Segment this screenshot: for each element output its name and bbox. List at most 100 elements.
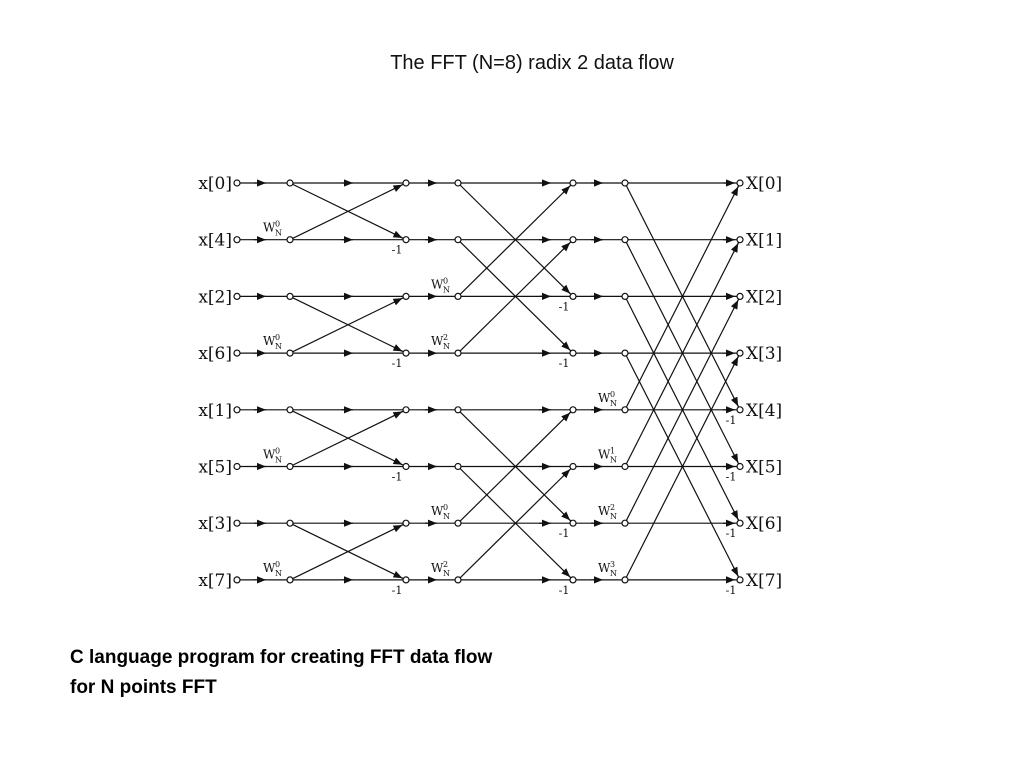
output-label: X[3]: [746, 344, 782, 364]
twiddle-base: W: [431, 561, 444, 575]
butterfly-node: [454, 292, 462, 300]
caption: C language program for creating FFT data…: [70, 643, 492, 703]
twiddle-exponent: 1: [610, 447, 615, 456]
butterfly-node: [569, 462, 577, 471]
stage2-cross-wire: [457, 409, 574, 524]
stage2-diagonal-arrow: [561, 412, 571, 422]
input-node: [233, 576, 241, 584]
stage1-diagonal-arrow: [392, 457, 403, 466]
butterfly-node: [454, 349, 462, 357]
output-node: [736, 179, 744, 187]
input-node: [233, 462, 241, 471]
butterfly-node: [569, 179, 577, 187]
stage2-diagonal-arrow: [561, 568, 571, 578]
twiddle-exponent: 2: [443, 560, 448, 569]
stage1-cross-wire: [289, 182, 407, 241]
stage1-diagonal-arrow: [392, 230, 403, 239]
butterfly-node: [454, 462, 462, 471]
twiddle-base: W: [431, 504, 444, 518]
input-node: [233, 292, 241, 300]
stage2-diagonal-arrow: [561, 468, 571, 479]
stage3-cross-wire: [624, 352, 741, 581]
butterfly-node: [286, 462, 294, 471]
twiddle-base: W: [263, 221, 276, 235]
twiddle-exponent: 0: [275, 447, 280, 456]
twiddle-subscript: N: [610, 569, 617, 578]
twiddle-subscript: N: [610, 456, 617, 465]
twiddle-subscript: N: [443, 285, 450, 294]
output-label: X[7]: [746, 571, 782, 591]
twiddle-subscript: N: [610, 512, 617, 521]
stage2-diagonal-arrow: [561, 242, 571, 252]
input-label: x[7]: [198, 571, 232, 591]
stage1-diagonal-arrow: [392, 297, 403, 306]
butterfly-node: [286, 236, 294, 244]
butterfly-node: [402, 236, 410, 244]
stage1-cross-wire: [289, 409, 407, 468]
input-label: x[3]: [198, 514, 232, 534]
butterfly-node: [621, 179, 629, 187]
twiddle-base: W: [263, 334, 276, 348]
output-label: X[0]: [746, 174, 782, 194]
twiddle-subscript: N: [275, 342, 282, 351]
twiddle-subscript: N: [443, 512, 450, 521]
butterfly-node: [454, 519, 462, 527]
stage3-diagonal-arrow: [730, 356, 739, 367]
butterfly-node: [402, 179, 410, 187]
butterfly-node: [569, 406, 577, 414]
butterfly-node: [569, 292, 577, 300]
output-node: [736, 576, 744, 584]
twiddle-base: W: [431, 334, 444, 348]
twiddle-exponent: 0: [275, 220, 280, 229]
negation-label: -1: [392, 471, 403, 484]
output-label: X[4]: [746, 401, 782, 421]
negation-label: -1: [726, 527, 737, 540]
butterfly-node: [454, 236, 462, 244]
twiddle-subscript: N: [275, 569, 282, 578]
twiddle-subscript: N: [275, 456, 282, 465]
negation-label: -1: [726, 584, 737, 597]
output-node: [736, 292, 744, 300]
twiddle-subscript: N: [443, 569, 450, 578]
stage2-cross-wire: [457, 182, 574, 297]
flow-arrows: [254, 179, 739, 584]
output-label: X[2]: [746, 287, 782, 307]
twiddle-exponent: 0: [275, 333, 280, 342]
output-label: X[1]: [746, 231, 782, 251]
stage3-diagonal-arrow: [730, 453, 739, 464]
butterfly-node: [402, 292, 410, 300]
stage2-cross-wire: [457, 466, 574, 581]
butterfly-node: [286, 576, 294, 584]
butterfly-node: [402, 519, 410, 527]
butterfly-node: [621, 292, 629, 300]
twiddle-base: W: [263, 448, 276, 462]
caption-line-2: for N points FFT: [70, 677, 217, 698]
negation-label: -1: [726, 471, 737, 484]
butterfly-node: [286, 519, 294, 527]
stage3-diagonal-arrow: [730, 299, 739, 310]
twiddle-subscript: N: [443, 342, 450, 351]
twiddle-base: W: [263, 561, 276, 575]
output-node: [736, 236, 744, 244]
butterfly-node: [454, 406, 462, 414]
butterfly-node: [286, 179, 294, 187]
output-label: X[5]: [746, 458, 782, 478]
stage3-cross-wire: [624, 182, 741, 411]
output-node: [736, 349, 744, 357]
input-label: x[4]: [198, 231, 232, 251]
input-label: x[6]: [198, 344, 232, 364]
twiddle-exponent: 0: [610, 390, 615, 399]
twiddle-base: W: [598, 504, 611, 518]
stage3-cross-wire: [624, 239, 741, 467]
fft-butterfly-diagram: x[0]X[0]x[4]X[1]x[2]X[2]x[6]X[3]x[1]X[4]…: [198, 174, 782, 597]
negation-label: -1: [392, 357, 403, 370]
twiddle-exponent: 3: [610, 560, 615, 569]
stage3-diagonal-arrow: [730, 242, 739, 253]
butterfly-node: [402, 576, 410, 584]
butterfly-node: [286, 406, 294, 414]
